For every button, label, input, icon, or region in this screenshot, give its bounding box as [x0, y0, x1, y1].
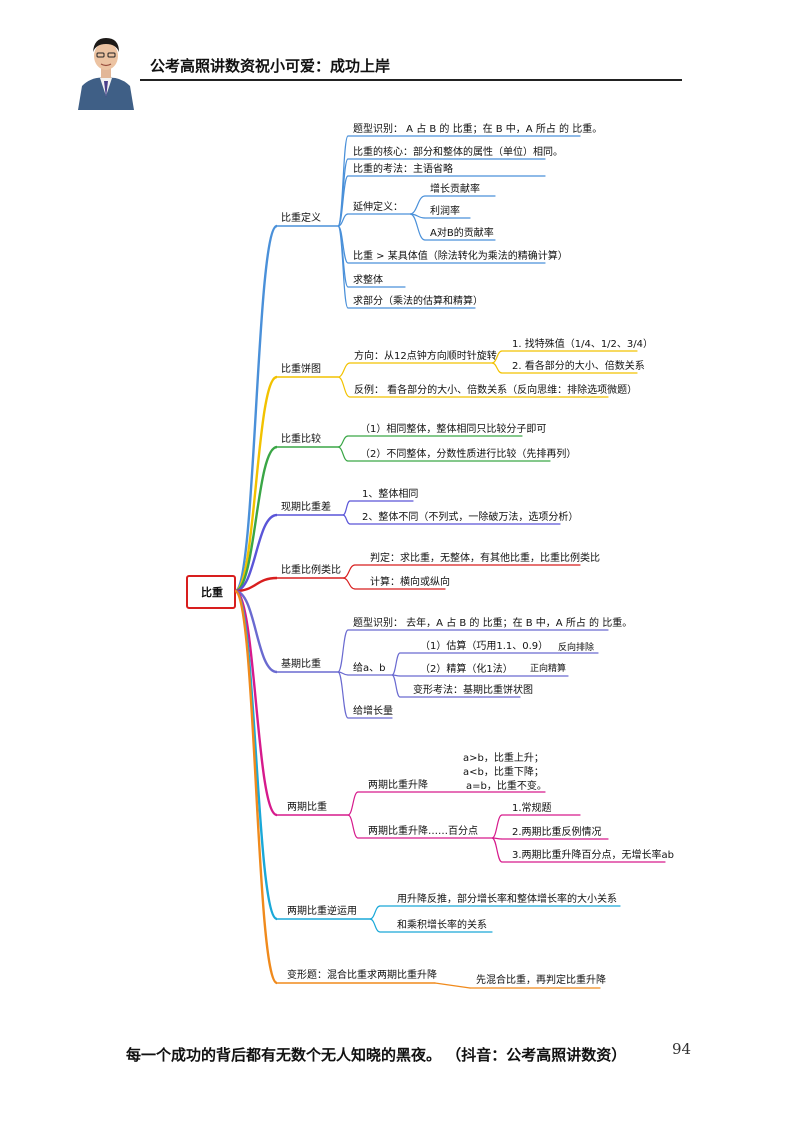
- reverse-item-1-link: [370, 906, 380, 919]
- base-sub-2: （2）精算（化1法）: [420, 662, 513, 675]
- compare-item-2-link: [338, 447, 348, 461]
- def-item-4: 延伸定义：: [353, 200, 403, 213]
- rule-3: a=b，比重不变。: [466, 779, 547, 792]
- two-period-item-2: 两期比重升降……百分点: [368, 824, 478, 837]
- two-period-sub-1-link: [492, 815, 502, 838]
- branch-8-connector: [235, 591, 277, 919]
- base-item-3: 给增长量: [353, 704, 393, 717]
- base-item-2: 给a、b: [353, 661, 385, 674]
- def-item-6-link: [338, 226, 348, 287]
- pie-item-2-link: [338, 377, 350, 397]
- reverse-item-2: 和乘积增长率的关系: [397, 918, 487, 931]
- reverse-item-1: 用升降反推，部分增长率和整体增长率的大小关系: [397, 892, 617, 905]
- pie-sub-1: 1. 找特殊值（1/4、1/2、3/4）: [512, 337, 653, 350]
- branch-5-label: 比重比例类比: [281, 563, 341, 576]
- two-period-sub-3: 3.两期比重升降百分点，无增长率ab: [512, 848, 674, 861]
- base-sub-1-link: [392, 653, 400, 675]
- pie-item-1: 方向：从12点钟方向顺时针旋转: [354, 349, 497, 362]
- def-item-3: 比重的考法：主语省略: [353, 162, 453, 175]
- diff-item-1-link: [343, 501, 350, 515]
- def-item-7: 求部分（乘法的估算和精算）: [353, 294, 483, 307]
- base-item-1: 题型识别： 去年，A 占 B 的 比重；在 B 中，A 所占 的 比重。: [353, 616, 632, 629]
- diff-item-2-link: [343, 515, 350, 524]
- pie-sub-2: 2. 看各部分的大小、倍数关系: [512, 359, 645, 372]
- two-period-sub-1: 1.常规题: [512, 801, 552, 814]
- def-sub-1-link: [410, 196, 425, 214]
- branch-7-label: 两期比重: [287, 800, 327, 813]
- def-item-6: 求整体: [353, 273, 383, 286]
- branch-9-connector: [235, 591, 277, 983]
- rule-2: a<b，比重下降；: [463, 765, 544, 778]
- branch-4-label: 现期比重差: [281, 500, 331, 513]
- def-item-1-link: [338, 136, 348, 226]
- page-number: 94: [672, 1040, 691, 1058]
- two-period-item-2-link: [348, 815, 358, 838]
- branch-1-connector: [235, 226, 277, 591]
- def-sub-1: 增长贡献率: [430, 182, 480, 195]
- def-sub-3: A对B的贡献率: [430, 226, 494, 239]
- base-note-2: 正向精算: [530, 662, 566, 674]
- variant-item-1: 先混合比重，再判定比重升降: [476, 973, 606, 986]
- root-label: 比重: [201, 585, 223, 599]
- base-sub-3: 变形考法：基期比重饼状图: [413, 683, 533, 696]
- rule-1: a>b，比重上升；: [463, 751, 544, 764]
- ratio-item-2-link: [343, 578, 355, 589]
- def-sub-2: 利润率: [430, 204, 460, 217]
- ratio-item-2: 计算：横向或纵向: [370, 575, 450, 588]
- two-period-item-1-link: [348, 792, 358, 815]
- two-period-item-1: 两期比重升降: [368, 778, 428, 791]
- diff-item-1: 1、整体相同: [362, 487, 418, 500]
- compare-item-2: （2）不同整体，分数性质进行比较（先排再列）: [360, 447, 576, 460]
- ratio-item-1: 判定：求比重，无整体，有其他比重，比重比例类比: [370, 551, 600, 564]
- two-period-sub-3-link: [492, 838, 502, 862]
- base-sub-3-link: [392, 675, 400, 697]
- branch-2-label: 比重饼图: [281, 362, 321, 375]
- base-sub-1: （1）估算（巧用1.1、0.9）: [420, 639, 548, 652]
- branch-9-label: 变形题：混合比重求两期比重升降: [287, 968, 437, 981]
- def-item-1: 题型识别： A 占 B 的 比重；在 B 中，A 所占 的 比重。: [353, 122, 602, 135]
- base-item-3-link: [338, 672, 348, 718]
- two-period-sub-2: 2.两期比重反例情况: [512, 825, 602, 838]
- base-note-1: 反向排除: [558, 641, 594, 653]
- def-item-2-link: [338, 159, 348, 226]
- def-item-5: 比重 > 某具体值（除法转化为乘法的精确计算）: [353, 249, 568, 262]
- compare-item-1: （1）相同整体，整体相同只比较分子即可: [360, 422, 546, 435]
- def-item-2: 比重的核心：部分和整体的属性（单位）相同。: [353, 145, 563, 158]
- ratio-item-1-link: [343, 565, 355, 578]
- diff-item-2: 2、整体不同（不列式，一除破万法，选项分析）: [362, 510, 578, 523]
- pie-item-1-link: [338, 363, 350, 377]
- pie-item-2: 反例： 看各部分的大小、倍数关系（反向思维：排除选项微题）: [354, 383, 637, 396]
- variant-link: [435, 983, 470, 988]
- branch-8-label: 两期比重逆运用: [287, 904, 357, 917]
- branch-6-label: 基期比重: [281, 657, 321, 670]
- compare-item-1-link: [338, 436, 348, 447]
- def-item-7-link: [338, 226, 348, 308]
- footer-quote: 每一个成功的背后都有无数个无人知晓的黑夜。 （抖音：公考高照讲数资）: [126, 1044, 626, 1065]
- pie-sub-2-link: [492, 363, 502, 373]
- branch-1-label: 比重定义: [281, 211, 321, 224]
- reverse-item-2-link: [370, 919, 380, 932]
- branch-3-label: 比重比较: [281, 432, 321, 445]
- base-item-1-link: [338, 630, 348, 672]
